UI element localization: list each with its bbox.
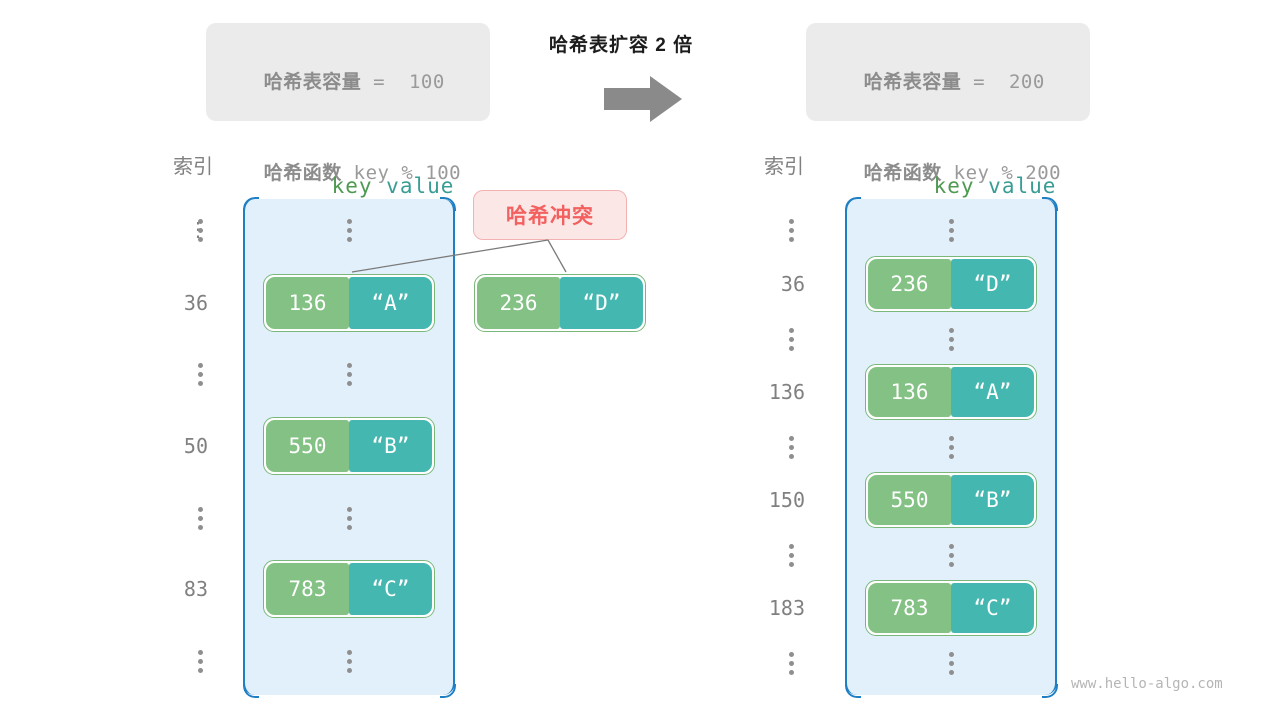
after-function-value: key % 200 xyxy=(953,162,1062,184)
overflow-pair-value: “D” xyxy=(560,277,643,329)
left-pair-1-value: “A” xyxy=(349,277,432,329)
right-index-7: 183 xyxy=(768,596,805,620)
left-index-ellipsis-2 xyxy=(197,363,203,386)
left-value-column-title: value xyxy=(386,174,455,198)
left-kv-column-title: key value xyxy=(277,150,454,222)
right-bucket-ellipsis-6 xyxy=(948,544,954,567)
left-bucket-ellipsis-2 xyxy=(346,363,352,386)
right-pair-3-value: “A” xyxy=(951,367,1034,417)
left-bucket-ellipsis-4 xyxy=(346,507,352,530)
right-pair-7-key: 783 xyxy=(868,583,951,633)
transition-title: 哈希表扩容 2 倍 xyxy=(549,35,694,56)
left-key-column-title: key xyxy=(331,174,373,198)
watermark: www.hello-algo.com xyxy=(1071,676,1223,692)
left-bucket-ellipsis-6 xyxy=(346,650,352,673)
right-index-ellipsis-6 xyxy=(788,544,794,567)
right-pair-1-key: 236 xyxy=(868,259,951,309)
right-bucket-ellipsis-2 xyxy=(948,328,954,351)
left-index-ellipsis-4 xyxy=(197,507,203,530)
right-key-column-title: key xyxy=(933,174,975,198)
right-index-3: 136 xyxy=(768,380,805,404)
before-capacity-label: 哈希表容量 xyxy=(263,72,362,93)
left-pair-1-key: 136 xyxy=(266,277,349,329)
overflow-pair-key: 236 xyxy=(477,277,560,329)
right-index-column-title: 索引 xyxy=(764,156,804,178)
left-pair-5-key: 783 xyxy=(266,563,349,615)
left-pair-3: 550 “B” xyxy=(263,417,435,475)
right-bucket-ellipsis-4 xyxy=(948,436,954,459)
left-bucket-ellipsis-0 xyxy=(346,219,352,242)
right-pair-7-value: “C” xyxy=(951,583,1034,633)
right-pair-3: 136 “A” xyxy=(865,364,1037,420)
right-index-ellipsis-2 xyxy=(788,328,794,351)
left-index-column-title: 索引 xyxy=(173,156,213,178)
left-index-3: 50 xyxy=(183,434,208,458)
right-index-ellipsis-8 xyxy=(788,652,794,675)
collision-callout: 哈希冲突 xyxy=(473,190,627,240)
left-index-ellipsis-6 xyxy=(197,650,203,673)
after-function-label: 哈希函数 xyxy=(863,163,942,184)
right-index-ellipsis-0 xyxy=(788,219,794,242)
left-pair-1: 136 “A” xyxy=(263,274,435,332)
before-function-label: 哈希函数 xyxy=(263,163,342,184)
right-pair-5-value: “B” xyxy=(951,475,1034,525)
after-capacity-line: 哈希表容量 = 200 xyxy=(832,37,1064,128)
after-capacity-value: = 200 xyxy=(973,71,1045,93)
before-info-box: 哈希表容量 = 100 哈希函数 key % 100 xyxy=(206,23,490,184)
right-index-1: 36 xyxy=(780,272,805,296)
left-pair-5-value: “C” xyxy=(349,563,432,615)
left-pair-3-value: “B” xyxy=(349,420,432,472)
right-pair-5-key: 550 xyxy=(868,475,951,525)
left-index-ellipsis-0 xyxy=(197,219,203,242)
right-pair-1: 236 “D” xyxy=(865,256,1037,312)
right-pair-5: 550 “B” xyxy=(865,472,1037,528)
right-bucket-ellipsis-0 xyxy=(948,219,954,242)
before-function-value: key % 100 xyxy=(353,162,462,184)
right-arrow-icon xyxy=(604,76,682,127)
right-bucket-ellipsis-8 xyxy=(948,652,954,675)
right-kv-column-title: key value xyxy=(879,150,1056,222)
right-pair-1-value: “D” xyxy=(951,259,1034,309)
right-index-5: 150 xyxy=(768,488,805,512)
left-index-1: 36 xyxy=(183,291,208,315)
overflow-pair: 236 “D” xyxy=(474,274,646,332)
right-value-column-title: value xyxy=(988,174,1057,198)
right-pair-7: 783 “C” xyxy=(865,580,1037,636)
right-index-ellipsis-4 xyxy=(788,436,794,459)
before-capacity-value: = 100 xyxy=(373,71,445,93)
right-pair-3-key: 136 xyxy=(868,367,951,417)
after-info-box: 哈希表容量 = 200 哈希函数 key % 200 xyxy=(806,23,1090,184)
before-capacity-line: 哈希表容量 = 100 xyxy=(232,37,464,128)
left-pair-5: 783 “C” xyxy=(263,560,435,618)
left-index-5: 83 xyxy=(183,577,208,601)
before-function-line: 哈希函数 key % 100 xyxy=(232,128,464,219)
left-pair-3-key: 550 xyxy=(266,420,349,472)
after-capacity-label: 哈希表容量 xyxy=(863,72,962,93)
after-function-line: 哈希函数 key % 200 xyxy=(832,128,1064,219)
